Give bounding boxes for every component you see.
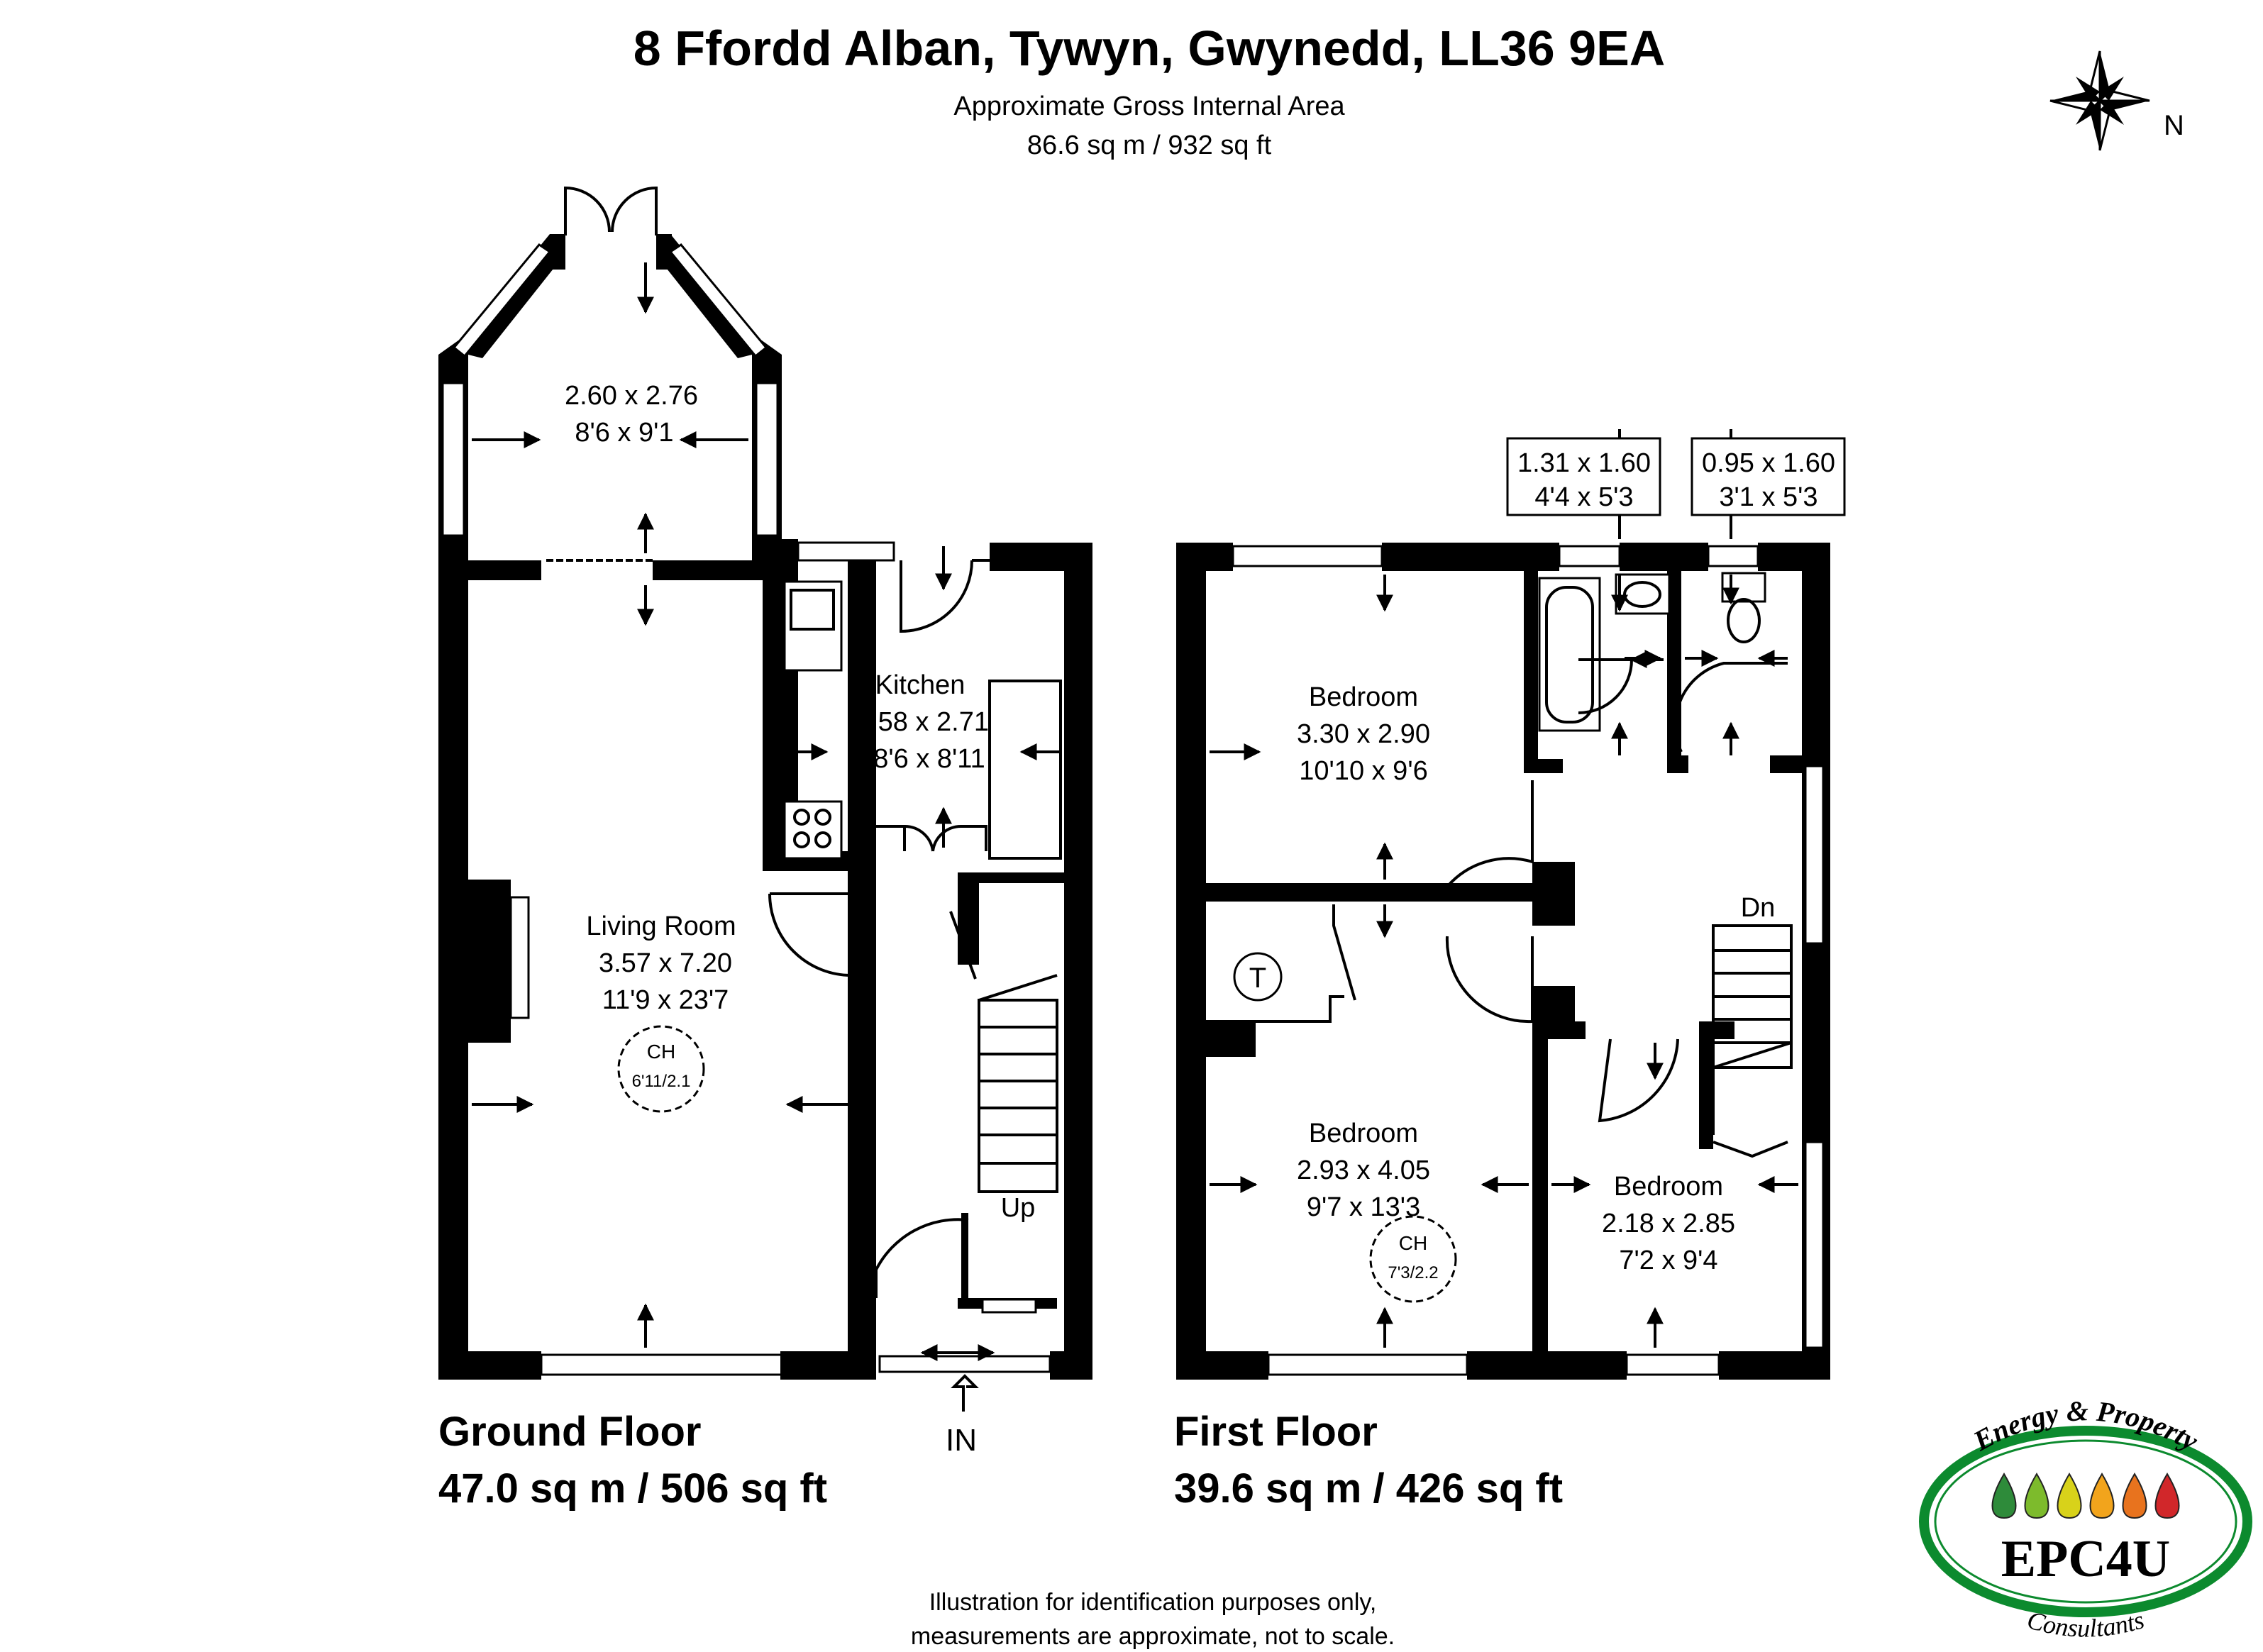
energy-drop-icon: [2122, 1473, 2147, 1519]
kitchen-name: Kitchen: [875, 670, 965, 700]
bedroom-3-metric: 2.18 x 2.85: [1602, 1209, 1735, 1238]
kitchen-metric: 2.58 x 2.71: [856, 707, 989, 737]
bedroom-1-name: Bedroom: [1309, 682, 1418, 712]
compass-rose-icon: [2049, 50, 2150, 151]
compass-north-label: N: [2164, 110, 2184, 141]
bay-room-metric: 2.60 x 2.76: [565, 381, 698, 411]
bathroom-dimension-box: [1506, 437, 1661, 516]
area-label: Approximate Gross Internal Area: [953, 92, 1345, 121]
bedroom-2-metric: 2.93 x 4.05: [1297, 1155, 1430, 1185]
living-room-name: Living Room: [586, 911, 736, 941]
ceiling-height-marker: [617, 1025, 705, 1113]
ground-floor-area: 47.0 sq m / 506 sq ft: [438, 1465, 827, 1512]
kitchen-imperial: 8'6 x 8'11: [873, 744, 985, 774]
cupboard-marker: [1233, 952, 1283, 1002]
wc-metric: 0.95 x 1.60: [1702, 448, 1835, 478]
bathroom-metric: 1.31 x 1.60: [1517, 448, 1651, 478]
bedroom-2-imperial: 9'7 x 13'3: [1307, 1192, 1420, 1222]
logo-brand-text: EPC4U: [2001, 1530, 2170, 1588]
page-title: 8 Ffordd Alban, Tywyn, Gwynedd, LL36 9EA: [633, 21, 1666, 76]
living-room-imperial: 11'9 x 23'7: [602, 985, 729, 1015]
first-floor-title: First Floor: [1174, 1409, 1378, 1455]
wc-dimension-box: [1691, 437, 1846, 516]
bedroom-2-name: Bedroom: [1309, 1119, 1418, 1148]
stairs-down-label: Dn: [1741, 893, 1776, 923]
disclaimer-line-1: Illustration for identification purposes…: [929, 1589, 1377, 1616]
bathroom-imperial: 4'4 x 5'3: [1534, 482, 1633, 512]
disclaimer-line-2: measurements are approximate, not to sca…: [911, 1623, 1395, 1650]
ground-floor-title: Ground Floor: [438, 1409, 702, 1455]
entrance-label: IN: [946, 1423, 977, 1458]
energy-drop-icon: [2057, 1473, 2082, 1519]
cupboard-label: T: [1249, 963, 1266, 994]
energy-drop-icon: [1991, 1473, 2017, 1519]
bay-room-imperial: 8'6 x 9'1: [575, 418, 673, 448]
bedroom-3-name: Bedroom: [1614, 1172, 1723, 1202]
energy-drop-icon: [2024, 1473, 2049, 1519]
ceiling-height-label: CH: [647, 1041, 675, 1063]
bedroom-3-imperial: 7'2 x 9'4: [1619, 1246, 1717, 1275]
first-floor-plan: [1176, 429, 1830, 1380]
bedroom-1-metric: 3.30 x 2.90: [1297, 719, 1430, 749]
epc4u-logo: Energy & Property EPC4U Consultants: [1908, 1380, 2263, 1652]
wc-imperial: 3'1 x 5'3: [1719, 482, 1817, 512]
energy-drop-icon: [2089, 1473, 2115, 1519]
ground-floor-plan: [438, 186, 1092, 1412]
area-value: 86.6 sq m / 932 sq ft: [1027, 131, 1272, 160]
energy-drop-icon: [2154, 1473, 2180, 1519]
stairs-up-label: Up: [1001, 1193, 1036, 1223]
first-floor-area: 39.6 sq m / 426 sq ft: [1174, 1465, 1563, 1512]
ceiling-height-label-first: CH: [1399, 1232, 1427, 1254]
living-room-metric: 3.57 x 7.20: [599, 948, 732, 978]
energy-drops-icon: [1991, 1473, 2180, 1519]
bedroom-1-imperial: 10'10 x 9'6: [1299, 756, 1427, 786]
ceiling-height-marker-first: [1369, 1215, 1457, 1303]
ceiling-height-value-first: 7'3/2.2: [1388, 1263, 1438, 1282]
ceiling-height-value: 6'11/2.1: [632, 1072, 691, 1091]
